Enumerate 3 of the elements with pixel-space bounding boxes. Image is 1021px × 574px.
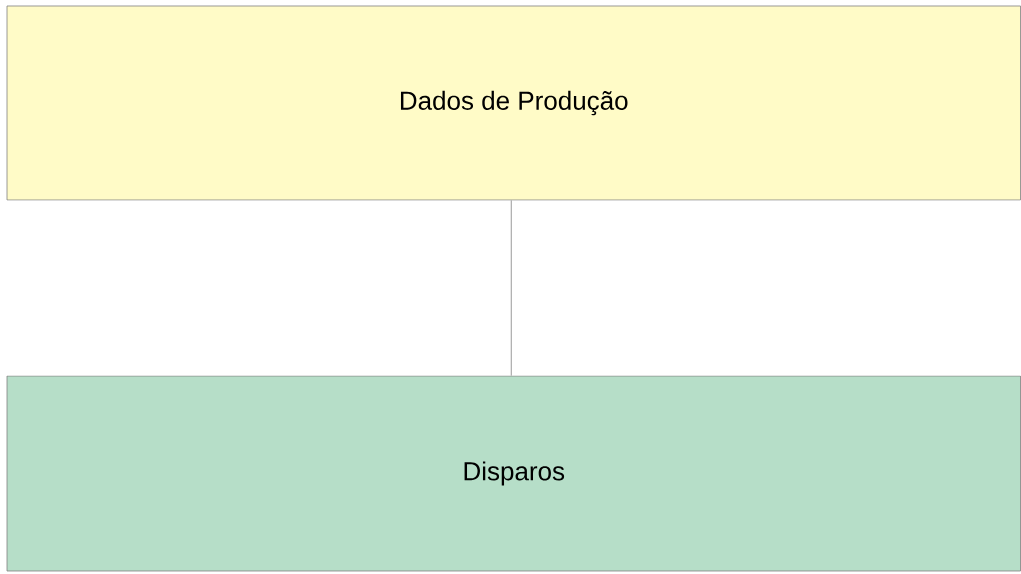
box: Disparos <box>6 375 1021 572</box>
connector-line <box>510 200 512 376</box>
box: Dados de Produção <box>6 5 1021 201</box>
